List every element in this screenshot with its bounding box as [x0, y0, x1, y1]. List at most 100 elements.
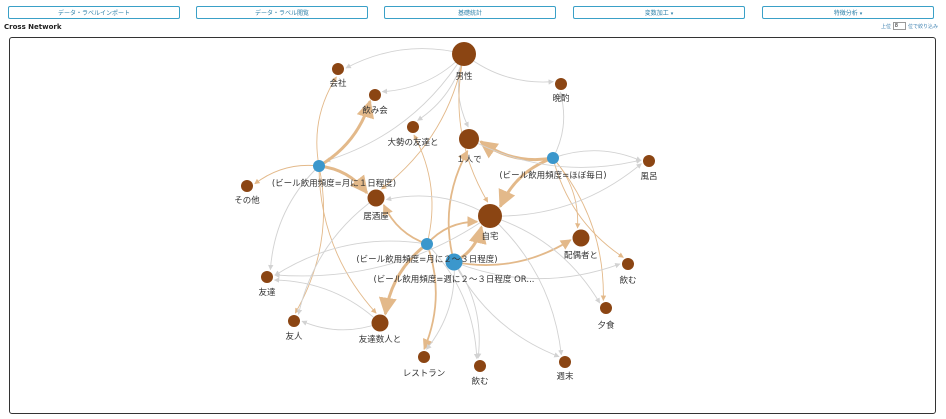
- edge-freq_monthly1-drinking_party: [318, 99, 375, 168]
- edge-freq_daily-dinner: [552, 157, 607, 301]
- node-friend[interactable]: [288, 315, 300, 327]
- edge-home-bath: [489, 163, 642, 217]
- edge-home-izakaya: [385, 195, 491, 217]
- edge-alone-bath: [468, 138, 642, 168]
- transform-dropdown-label: 変数加工: [644, 10, 669, 17]
- node-drink_b[interactable]: [474, 360, 486, 372]
- network-graph[interactable]: 男性会社飲み会晩酌大勢の友達と１人で風呂その他居酒屋自宅配偶者と飲む友達友人友達…: [10, 38, 935, 413]
- edge-freq_monthly1-friends: [268, 165, 320, 271]
- node-other[interactable]: [241, 180, 253, 192]
- node-label-freq_daily: (ビール飲用頻度=ほぼ毎日): [499, 170, 606, 181]
- edge-home-weekend: [489, 215, 564, 356]
- browse-button-label: データ・ラベル閲覧: [254, 10, 309, 17]
- import-button[interactable]: データ・ラベルインポート: [8, 6, 180, 19]
- topn-input[interactable]: [892, 22, 906, 30]
- topn-suffix: 位で絞り込み: [907, 23, 938, 30]
- edge-izakaya-friend: [296, 197, 377, 315]
- node-drink_r[interactable]: [622, 258, 634, 270]
- topn-prefix: 上位: [880, 23, 891, 30]
- node-label-several_friends: 友達数人と: [359, 334, 402, 345]
- node-company[interactable]: [332, 63, 344, 75]
- node-freq_daily[interactable]: [547, 152, 559, 164]
- edge-freq_monthly23-izakaya: [382, 204, 428, 245]
- node-dinner[interactable]: [600, 302, 612, 314]
- edge-several_friends-friend: [301, 320, 381, 331]
- node-male[interactable]: [452, 42, 476, 66]
- edge-freq_weekly23-alone: [447, 149, 469, 263]
- edge-male-evening_drink: [463, 53, 554, 85]
- node-label-drink_r: 飲む: [619, 275, 636, 286]
- edge-male-home: [458, 53, 489, 203]
- edge-home-friends: [274, 215, 491, 278]
- node-label-freq_monthly23: (ビール飲用頻度=月に２〜３日程度): [356, 254, 497, 265]
- import-button-label: データ・ラベルインポート: [57, 10, 130, 17]
- edge-freq_monthly1-several_friends: [318, 165, 377, 314]
- node-label-bath: 風呂: [640, 172, 657, 182]
- node-label-drink_b: 飲む: [471, 376, 488, 387]
- node-several_friends[interactable]: [371, 314, 389, 332]
- node-weekend[interactable]: [559, 356, 571, 368]
- section-title: Cross Network: [4, 23, 62, 31]
- node-label-drinking_party: 飲み会: [362, 105, 388, 116]
- node-evening_drink[interactable]: [555, 78, 567, 90]
- edge-freq_monthly23-drink_b: [426, 243, 480, 360]
- edge-freq_monthly1-friend: [294, 165, 325, 314]
- node-label-male: 男性: [455, 71, 473, 82]
- node-spouse[interactable]: [572, 229, 590, 247]
- chevron-down-icon: ▾: [859, 11, 863, 17]
- chevron-down-icon: ▾: [670, 11, 674, 17]
- node-label-friends: 友達: [258, 287, 276, 298]
- node-label-spouse: 配偶者と: [564, 250, 598, 261]
- node-label-other: その他: [234, 195, 260, 206]
- node-label-weekend: 週末: [556, 371, 574, 382]
- node-label-evening_drink: 晩酌: [552, 93, 569, 104]
- edge-freq_daily-spouse: [552, 157, 581, 229]
- node-layer: 男性会社飲み会晩酌大勢の友達と１人で風呂その他居酒屋自宅配偶者と飲む友達友人友達…: [234, 42, 658, 387]
- node-bath[interactable]: [643, 155, 655, 167]
- toolbar: データ・ラベルインポート データ・ラベル閲覧 基礎統計 変数加工▾ 特徴分析▾: [8, 6, 938, 20]
- stats-button-label: 基礎統計: [457, 10, 482, 17]
- node-label-izakaya: 居酒屋: [363, 212, 389, 222]
- transform-dropdown[interactable]: 変数加工▾: [573, 6, 745, 19]
- browse-button[interactable]: データ・ラベル閲覧: [196, 6, 368, 19]
- edge-freq_daily-alone: [479, 140, 554, 162]
- edge-freq_weekly23-spouse: [453, 239, 572, 266]
- node-label-dinner: 夕食: [597, 320, 615, 331]
- node-freq_monthly1[interactable]: [313, 160, 325, 172]
- edge-freq_monthly1-company: [316, 76, 337, 167]
- edge-freq_monthly1-other: [254, 164, 320, 185]
- edge-freq_monthly23-restaurant: [422, 243, 437, 350]
- edge-male-company: [345, 48, 465, 69]
- node-alone[interactable]: [459, 129, 479, 149]
- edge-layer: [254, 48, 642, 360]
- edge-freq_weekly23-drink_b: [453, 261, 482, 359]
- node-restaurant[interactable]: [418, 351, 430, 363]
- node-label-freq_monthly1: (ビール飲用頻度=月に１日程度): [272, 178, 396, 189]
- edge-freq_weekly23-drink_r: [453, 261, 621, 280]
- topn-filter: 上位 位で絞り込み: [881, 22, 938, 30]
- edge-freq_weekly23-weekend: [453, 261, 560, 358]
- node-freq_monthly23[interactable]: [421, 238, 433, 250]
- analysis-dropdown[interactable]: 特徴分析▾: [762, 6, 934, 19]
- stats-button[interactable]: 基礎統計: [384, 6, 556, 19]
- node-friends[interactable]: [261, 271, 273, 283]
- node-label-home: 自宅: [481, 231, 498, 242]
- node-izakaya[interactable]: [367, 189, 385, 207]
- node-label-many_friends: 大勢の友達と: [387, 137, 438, 148]
- edge-freq_monthly23-several_friends: [378, 242, 428, 316]
- edge-freq_daily-evening_drink: [552, 91, 565, 159]
- edge-freq_monthly23-many_friends: [413, 134, 433, 245]
- edge-freq_daily-home: [498, 156, 554, 209]
- analysis-dropdown-label: 特徴分析: [833, 10, 858, 17]
- edge-freq_monthly23-friends: [274, 240, 428, 276]
- node-label-friend: 友人: [285, 331, 303, 342]
- node-drinking_party[interactable]: [369, 89, 381, 101]
- node-label-restaurant: レストラン: [403, 369, 446, 379]
- edge-freq_monthly23-home: [426, 216, 479, 245]
- node-home[interactable]: [478, 204, 502, 228]
- node-many_friends[interactable]: [407, 121, 419, 133]
- node-freq_weekly23[interactable]: [445, 253, 463, 271]
- edge-freq_daily-drink_r: [552, 157, 624, 258]
- edge-home-dinner: [489, 215, 601, 304]
